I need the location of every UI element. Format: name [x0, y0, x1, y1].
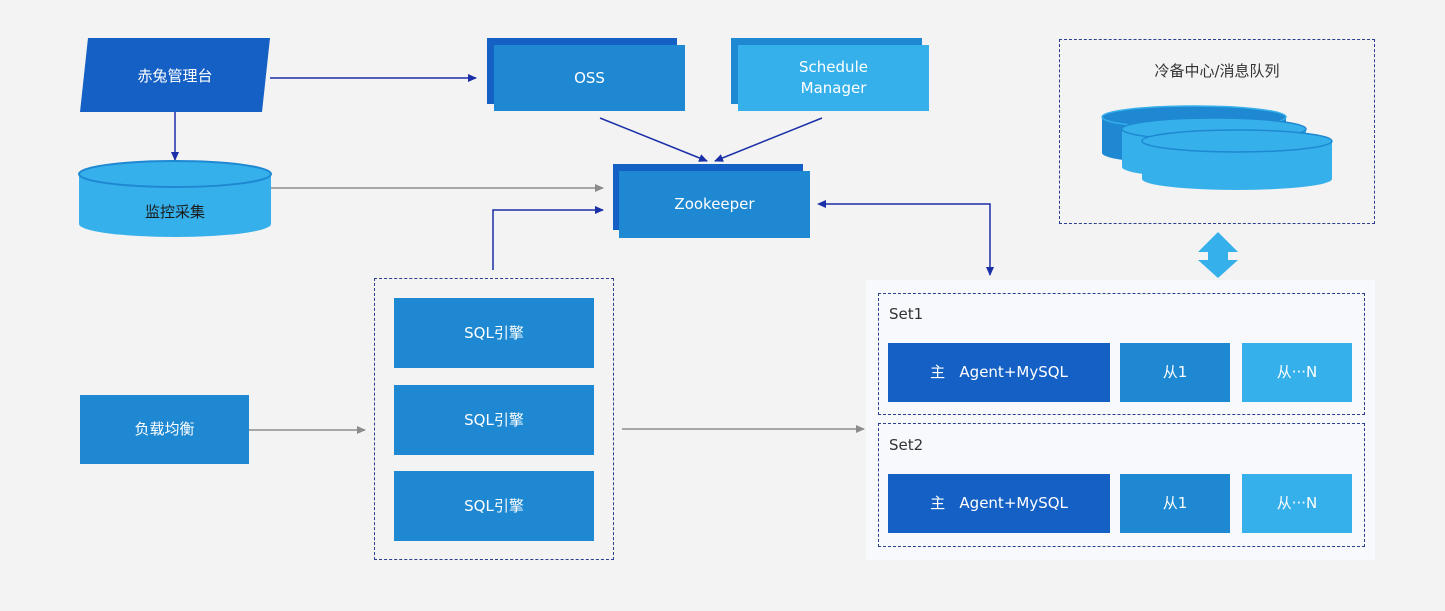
schedule-label-line2: Manager: [800, 79, 867, 97]
zookeeper-node: Zookeeper: [619, 171, 810, 238]
oss-label: OSS: [574, 68, 605, 87]
arrow-schedule-to-zookeeper: [714, 117, 823, 162]
set2-slave1-node: 从1: [1120, 474, 1230, 533]
set2-master-node: 主 Agent+MySQL: [888, 474, 1110, 533]
arrow-oss-to-zookeeper: [599, 117, 708, 162]
sql-engine-label: SQL引擎: [464, 410, 524, 429]
set2-slaven-node: 从···N: [1242, 474, 1352, 533]
set1-slaven-node: 从···N: [1242, 343, 1352, 402]
set2-title: Set2: [889, 436, 924, 454]
parallelogram-shape: [80, 38, 270, 112]
sql-engine-label: SQL引擎: [464, 496, 524, 515]
arrow-sql-to-zookeeper: [492, 206, 604, 270]
set1-slaven-label: 从···N: [1276, 363, 1318, 381]
set1-title: Set1: [889, 305, 924, 323]
database-cylinder-icon: [78, 160, 272, 237]
sql-engine-node: SQL引擎: [394, 471, 594, 541]
arrow-zookeeper-to-sets: [817, 200, 994, 276]
set1-master-node: 主 Agent+MySQL: [888, 343, 1110, 402]
load-balancer-node: 负载均衡: [80, 395, 249, 464]
storage-cylinders-icon: [1101, 105, 1333, 190]
monitor-label: 监控采集: [144, 203, 205, 221]
set2-slave1-label: 从1: [1162, 494, 1188, 512]
admin-console-label: 赤兔管理台: [137, 66, 213, 85]
set1-container: [878, 293, 1365, 415]
monitor-node: 监控采集: [78, 160, 272, 238]
sql-engine-label: SQL引擎: [464, 323, 524, 342]
schedule-manager-node: Schedule Manager: [738, 45, 929, 111]
oss-node: OSS: [494, 45, 685, 111]
cold-backup-label: 冷备中心/消息队列: [1154, 62, 1280, 80]
set1-slave1-label: 从1: [1162, 363, 1188, 381]
set2-master-label: 主 Agent+MySQL: [930, 494, 1068, 512]
set1-slave1-node: 从1: [1120, 343, 1230, 402]
set2-container: [878, 423, 1365, 547]
load-balancer-label: 负载均衡: [134, 420, 195, 438]
sql-engine-group: [374, 278, 614, 560]
set2-slaven-label: 从···N: [1276, 494, 1318, 512]
admin-console-node: 赤兔管理台: [80, 38, 270, 112]
cold-backup-container: [1059, 39, 1375, 224]
set1-master-label: 主 Agent+MySQL: [930, 363, 1068, 381]
sql-engine-node: SQL引擎: [394, 298, 594, 368]
zookeeper-label: Zookeeper: [674, 195, 755, 213]
double-arrow-backup-sets: [1198, 232, 1238, 278]
sql-engine-node: SQL引擎: [394, 385, 594, 455]
schedule-label-line1: Schedule: [799, 58, 868, 76]
